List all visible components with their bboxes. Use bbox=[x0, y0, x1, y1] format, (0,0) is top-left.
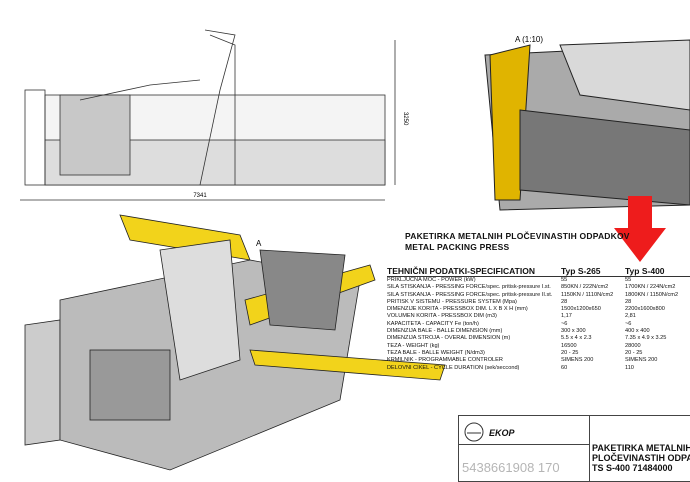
drawing-title: PAKETIRKA METALNIH PLOČEVINASTIH ODPADKO… bbox=[405, 231, 630, 253]
spec-cell: ~6 bbox=[625, 320, 632, 327]
spec-row: SILA STISKANJA - PRESSING FORCE/spec. pr… bbox=[387, 292, 690, 299]
spec-title: TEHNIČNI PODATKI-SPECIFICATION bbox=[387, 266, 535, 276]
spec-cell: 28 bbox=[625, 298, 632, 305]
spec-cell: SIMENS 200 bbox=[625, 357, 658, 364]
drawing-code: TS S-400 71484000 bbox=[592, 463, 673, 473]
spec-cell: KRMILNIK - PROGRAMMABLE CONTROLER bbox=[387, 357, 503, 364]
detail-label: A (1:10) bbox=[515, 35, 543, 44]
spec-cell: 1150KN / 1110N/cm2 bbox=[561, 291, 614, 298]
spec-cell: DIMENZIJE KORITA - PRESSBOX DIM. L X B X… bbox=[387, 306, 528, 313]
part-name: PAKETIRKA METALNIH PLOČEVINASTIH ODPADKO… bbox=[592, 443, 690, 473]
spec-cell: 20 - 25 bbox=[561, 349, 579, 356]
spec-table: TEHNIČNI PODATKI-SPECIFICATION Typ S-265… bbox=[387, 266, 690, 372]
spec-cell: DIMENZIJA BALE - BALLE DIMENSION (mm) bbox=[387, 328, 503, 335]
spec-cell: 850KN / 222N/cm2 bbox=[561, 284, 609, 291]
spec-cell: 2,81 bbox=[625, 313, 636, 320]
spec-cell: TEŽA - WEIGHT (kg) bbox=[387, 342, 440, 349]
title-line1: PAKETIRKA METALNIH PLOČEVINASTIH ODPADKO… bbox=[405, 231, 630, 241]
spec-cell: 1500x1200x650 bbox=[561, 306, 601, 313]
spec-header: TEHNIČNI PODATKI-SPECIFICATION Typ S-265… bbox=[387, 266, 690, 277]
spec-cell: 7.35 x 4.9 x 3.25 bbox=[625, 335, 667, 342]
spec-cell: 2200x1600x800 bbox=[625, 306, 665, 313]
spec-row: DIMENZIJA STROJA - OVERAL DIMENSION (m) 5… bbox=[387, 335, 690, 342]
spec-cell: ~6 bbox=[561, 320, 568, 327]
red-arrow-icon bbox=[614, 196, 666, 262]
watermark: 5438661908 170 bbox=[462, 460, 560, 475]
spec-cell: PRITISK V SISTEMU - PRESSURE SYSTEM (Mpa… bbox=[387, 298, 517, 305]
col-s265: Typ S-265 bbox=[561, 266, 601, 276]
spec-row: DIMENZIJA BALE - BALLE DIMENSION (mm) 300… bbox=[387, 328, 690, 335]
dim-length: 7341 bbox=[193, 193, 207, 199]
spec-cell: SILA STISKANJA - PRESSING FORCE/spec. pr… bbox=[387, 284, 551, 291]
spec-row: KRMILNIK - PROGRAMMABLE CONTROLER SIMENS … bbox=[387, 357, 690, 364]
dim-height: 3250 bbox=[402, 112, 408, 126]
spec-cell: 1800KN / 1150N/cm2 bbox=[625, 291, 679, 298]
spec-row: DELOVNI CIKEL - CYCLE DURATION (sek/secc… bbox=[387, 365, 690, 372]
spec-cell: 55 bbox=[625, 277, 632, 283]
spec-row: TEŽA - WEIGHT (kg) 16500 28000 bbox=[387, 343, 690, 350]
logo-text: EKOP bbox=[489, 428, 515, 438]
spec-cell: 1,17 bbox=[561, 313, 572, 320]
spec-cell: 110 bbox=[625, 364, 634, 371]
spec-row: SILA STISKANJA - PRESSING FORCE/spec. pr… bbox=[387, 284, 690, 291]
spec-cell: 28000 bbox=[625, 342, 641, 349]
divider bbox=[459, 444, 589, 445]
spec-row: PRIKLJUČNA MOČ - POWER (kW) 55 55 bbox=[387, 277, 690, 284]
col-s400: Typ S-400 bbox=[625, 266, 665, 276]
spec-row: PRITISK V SISTEMU - PRESSURE SYSTEM (Mpa… bbox=[387, 299, 690, 306]
spec-cell: 16500 bbox=[561, 342, 577, 349]
detail-view-a bbox=[484, 39, 690, 211]
spec-row: TEŽA BALE - BALLE WEIGHT (N/dm3) 20 - 25 2… bbox=[387, 350, 690, 357]
name-line1: PAKETIRKA METALNIH bbox=[592, 443, 690, 453]
name-line2: PLOČEVINASTIH ODPADKOV bbox=[592, 453, 690, 463]
iso-label: A bbox=[256, 239, 262, 248]
spec-cell: 55 bbox=[561, 277, 568, 283]
spec-cell: 5.5 x 4 x 2.3 bbox=[561, 335, 592, 342]
spec-cell: 300 x 300 bbox=[561, 328, 586, 335]
spec-cell: VOLUMEN KORITA - PRESSBOX DIM (m3) bbox=[387, 313, 497, 320]
spec-cell: 20 - 25 bbox=[625, 349, 643, 356]
spec-cell: 400 x 400 bbox=[625, 328, 650, 335]
isometric-view bbox=[24, 214, 446, 471]
side-elevation bbox=[20, 29, 396, 201]
ekop-logo-icon bbox=[464, 422, 484, 442]
spec-row: KAPACITETA - CAPACITY Fe (ton/h) ~6 ~6 bbox=[387, 321, 690, 328]
spec-cell: SILA STISKANJA - PRESSING FORCE/spec. pr… bbox=[387, 291, 553, 298]
divider bbox=[589, 416, 590, 481]
spec-row: DIMENZIJE KORITA - PRESSBOX DIM. L X B X… bbox=[387, 306, 690, 313]
spec-cell: TEŽA BALE - BALLE WEIGHT (N/dm3) bbox=[387, 349, 485, 356]
spec-row: VOLUMEN KORITA - PRESSBOX DIM (m3) 1,17 2,… bbox=[387, 313, 690, 320]
spec-cell: 28 bbox=[561, 298, 568, 305]
spec-cell: KAPACITETA - CAPACITY Fe (ton/h) bbox=[387, 320, 479, 327]
spec-cell: DIMENZIJA STROJA - OVERAL DIMENSION (m) bbox=[387, 335, 511, 342]
title-line2: METAL PACKING PRESS bbox=[405, 242, 510, 252]
spec-cell: DELOVNI CIKEL - CYCLE DURATION (sek/secc… bbox=[387, 364, 520, 371]
spec-cell: 1700KN / 224N/cm2 bbox=[625, 284, 676, 291]
spec-cell: PRIKLJUČNA MOČ - POWER (kW) bbox=[387, 277, 476, 283]
spec-cell: SIMENS 200 bbox=[561, 357, 594, 364]
spec-cell: 60 bbox=[561, 364, 568, 371]
